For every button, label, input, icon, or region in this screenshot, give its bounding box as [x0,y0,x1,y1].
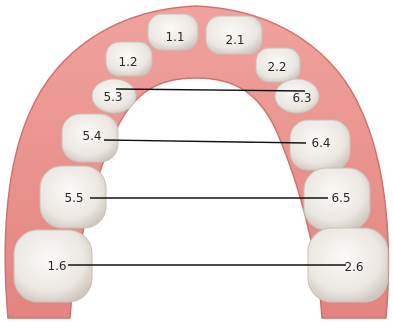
tooth-label-5-4: 5.4 [82,129,101,143]
tooth-label-1-2: 1.2 [118,55,137,69]
tooth-label-1-1: 1.1 [165,30,184,44]
tooth-label-2-2: 2.2 [267,60,286,74]
tooth-label-6-5: 6.5 [331,191,350,205]
tooth-label-2-6: 2.6 [344,260,363,274]
tooth-label-5-5: 5.5 [64,191,83,205]
tooth-label-6-4: 6.4 [311,136,330,150]
tooth-label-5-3: 5.3 [103,90,122,104]
palate [104,92,288,318]
tooth-label-6-3: 6.3 [292,91,311,105]
tooth-label-1-6: 1.6 [47,259,66,273]
tooth-label-2-1: 2.1 [225,33,244,47]
